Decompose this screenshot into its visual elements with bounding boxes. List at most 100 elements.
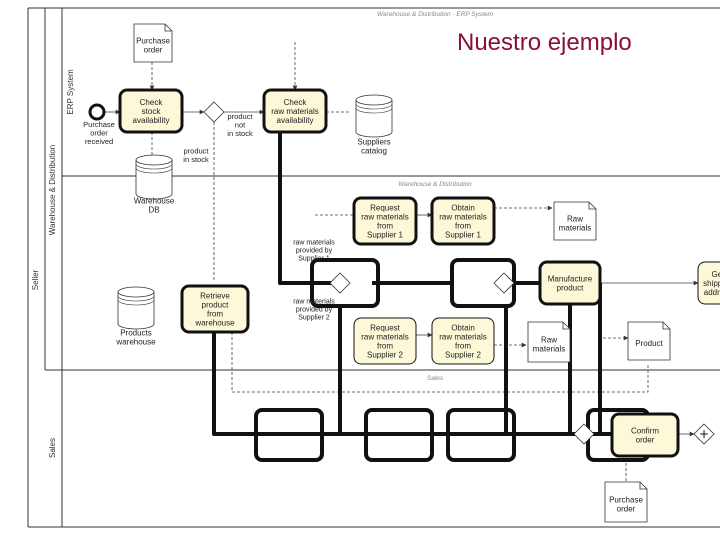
task-obtain-s1-line: from [455, 221, 471, 230]
gateway-supplier-join [493, 272, 515, 294]
document-purchase-order-top-line: order [144, 45, 163, 54]
document-fold [662, 322, 670, 330]
document-raw-materials-1-line: materials [559, 223, 591, 232]
document-fold [164, 24, 172, 32]
task-obtain-s2-line: Obtain [451, 323, 475, 332]
document-raw-materials-2 [527, 321, 571, 363]
task-check-raw-line: Check [284, 98, 308, 107]
label-by-supplier2-line: Supplier 2 [298, 314, 330, 321]
task-request-s1-line: Supplier 1 [367, 230, 404, 239]
label-by-supplier1-line: Supplier 1 [298, 255, 330, 262]
warehouse-lane-label: Warehouse & Distribution [48, 145, 57, 235]
document-product [627, 321, 671, 361]
document-raw-materials-1 [553, 201, 597, 241]
task-check-raw-line: availability [277, 116, 314, 125]
slide-title: Nuestro ejemplo [457, 29, 632, 56]
task-obtain-s2 [431, 317, 495, 365]
gateway-supplier-split [329, 272, 351, 294]
task-confirm [610, 412, 680, 458]
label-by-supplier2-line: provided by [296, 306, 333, 313]
label-not-in-stock-line: not [235, 121, 246, 130]
datastore-warehouse-db-line: Warehouse [134, 196, 175, 205]
document-raw-materials-2-line: materials [533, 344, 565, 353]
task-get-shipping-line: shipping [703, 279, 720, 288]
task-check-raw [262, 88, 328, 134]
task-request-s2 [353, 317, 417, 365]
document-purchase-order-top-line: Purchase [136, 36, 170, 45]
document-product-line: Product [635, 339, 663, 348]
datastore-suppliers-catalog-line: Suppliers [357, 137, 390, 146]
task-request-s2-line: Supplier 2 [367, 350, 404, 359]
sequence-flows [104, 42, 699, 484]
task-retrieve-line: from [207, 309, 223, 318]
task-check-stock-line: Check [140, 98, 164, 107]
gateway-shapes [203, 101, 715, 445]
datastore-suppliers-catalog-line: catalog [361, 146, 387, 155]
task-request-s1-line: raw materials [361, 212, 409, 221]
task-check-stock [118, 88, 184, 134]
sales-pool-label: Sales [48, 438, 57, 458]
task-request-s1-line: Request [370, 203, 401, 212]
label-start-event-line: received [85, 137, 113, 146]
document-purchase-order-top [133, 23, 173, 63]
task-retrieve-line: product [202, 300, 229, 309]
task-confirm-line: Confirm [631, 426, 659, 435]
task-obtain-s1 [430, 196, 496, 246]
task-get-shipping-line: address [704, 288, 720, 297]
document-raw-materials-1-line: Raw [567, 214, 583, 223]
task-check-stock-line: stock [142, 107, 162, 116]
document-raw-materials-2-line: Raw [541, 335, 557, 344]
task-confirm-line: order [636, 435, 655, 444]
document-fold [588, 202, 596, 210]
task-manufacture-line: product [557, 283, 584, 292]
label-by-supplier1-line: raw materials [293, 239, 335, 246]
task-request-s1-line: from [377, 221, 393, 230]
task-request-s2-line: raw materials [361, 332, 409, 341]
datastore-warehouse-db-line: DB [148, 205, 159, 214]
task-obtain-s1-line: Obtain [451, 203, 475, 212]
seller-pool-label: Seller [31, 269, 40, 290]
task-get-shipping-line: Get [712, 270, 720, 279]
task-get-shipping [697, 261, 720, 305]
document-fold [639, 482, 647, 490]
task-obtain-s2-line: raw materials [439, 332, 487, 341]
task-retrieve-line: warehouse [194, 318, 235, 327]
gateway-stock [203, 101, 225, 123]
label-start-event-line: Purchase [83, 120, 115, 129]
erp-lane-label: ERP System [66, 69, 75, 115]
datastore-suppliers-catalog [355, 94, 393, 138]
task-manufacture [538, 260, 602, 306]
task-request-s1 [352, 196, 418, 246]
lane-header-top: Warehouse & Distribution - ERP System [377, 11, 494, 18]
task-obtain-s2-line: from [455, 341, 471, 350]
task-request-s2-line: from [377, 341, 393, 350]
task-retrieve-line: Retrieve [200, 291, 230, 300]
task-obtain-s1-line: Supplier 1 [445, 230, 482, 239]
document-purchase-order-bottom-line: Purchase [609, 495, 643, 504]
task-check-raw-line: raw materials [271, 107, 319, 116]
task-request-s2-line: Request [370, 323, 401, 332]
label-not-in-stock-line: product [227, 112, 253, 121]
task-manufacture-line: Manufacture [548, 274, 593, 283]
document-purchase-order-bottom [604, 481, 648, 523]
lane-header-sales: Sales [427, 375, 444, 382]
datastore-products-warehouse [117, 286, 155, 330]
label-start-event-line: order [90, 129, 108, 138]
label-by-supplier1-line: provided by [296, 247, 333, 254]
gateway-end [693, 423, 715, 445]
task-retrieve [180, 284, 250, 334]
document-fold [562, 322, 570, 330]
datastore-warehouse-db [135, 154, 173, 200]
start-event [88, 103, 106, 121]
label-by-supplier2-line: raw materials [293, 298, 335, 305]
task-obtain-s1-line: raw materials [439, 212, 487, 221]
gateway-confirm-join [573, 423, 595, 445]
gateway-end-plus-icon: + [699, 427, 709, 441]
task-check-stock-line: availability [133, 116, 170, 125]
label-in-stock-line: product [183, 146, 209, 155]
highlight-path [212, 132, 650, 462]
lane-header-warehouse: Warehouse & Distribution [398, 181, 472, 188]
pool-frame [27, 7, 720, 528]
datastore-products-warehouse-line: warehouse [115, 337, 156, 346]
